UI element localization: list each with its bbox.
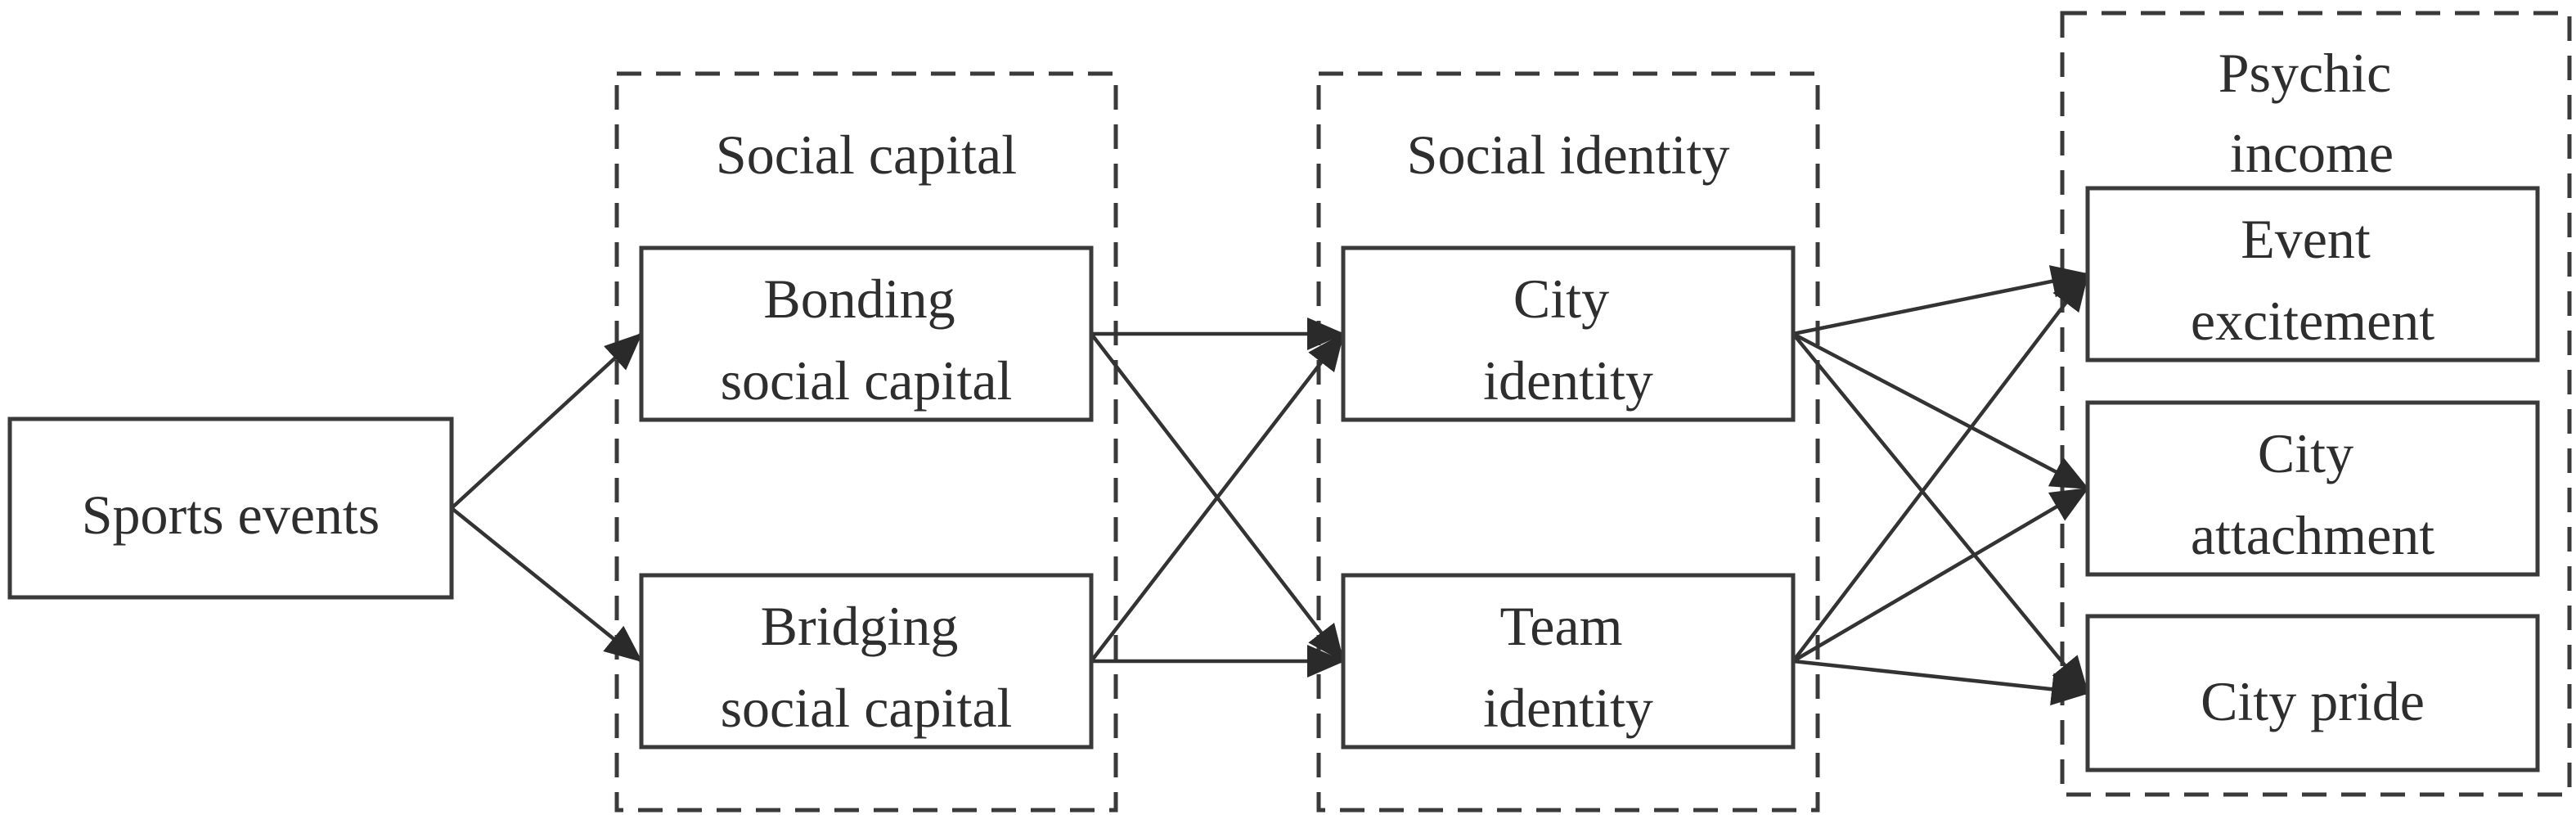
node-sports-events-label: Sports events [82,484,380,546]
node-bridging-line2: social capital [721,677,1013,739]
group-title-psychic-income-line2: income [2230,122,2394,184]
node-bonding-social-capital [639,245,1094,422]
node-team-identity-line2: identity [1483,677,1653,739]
node-event-excitement-line1: Event [2241,208,2371,270]
group-title-psychic-income-line1: Psychic [2219,42,2392,104]
node-bonding-line2: social capital [721,349,1013,412]
node-bonding-line1: Bonding [763,268,955,330]
group-title-social-capital: Social capital [716,124,1017,186]
node-team-identity-line1: Team [1499,595,1622,657]
edge-city-identity-to-pride [1792,332,2089,695]
node-city-attachment-label: City attachment [2191,422,2434,566]
edge-team-identity-to-excitement [1792,272,2089,663]
group-psychic-income [2060,11,2572,797]
edge-team-identity-to-attachment [1792,487,2089,663]
node-city-identity-line2: identity [1483,349,1653,412]
node-bonding-label: Bonding social capital [721,268,1013,412]
node-city-identity-line1: City [1513,268,1609,330]
edge-sports-to-bridging [450,507,643,663]
node-event-excitement-line2: excitement [2191,290,2434,352]
node-sports-events [7,417,454,600]
edge-city-identity-to-excitement [1792,265,2089,336]
node-city-identity [1341,245,1796,422]
node-bridging-line1: Bridging [761,595,959,657]
node-city-pride-label: City pride [2201,670,2425,732]
edge-sports-to-bonding [450,332,643,510]
node-city-attachment [2085,400,2540,577]
group-social-identity [1316,71,1820,813]
edge-team-identity-to-pride [1792,659,2089,706]
node-city-attachment-line2: attachment [2191,504,2434,566]
node-event-excitement [2085,186,2540,362]
edges [450,265,2089,706]
edge-bridging-to-city-identity [1090,332,1345,663]
node-bridging-label: Bridging social capital [721,595,1013,739]
node-city-identity-label: City identity [1483,268,1653,412]
group-social-capital [614,71,1118,813]
group-title-social-identity: Social identity [1407,124,1730,186]
node-team-identity [1341,573,1796,750]
node-bridging-social-capital [639,573,1094,750]
edge-city-identity-to-attachment [1792,332,2089,490]
node-city-attachment-line1: City [2258,422,2353,484]
node-team-identity-label: Team identity [1483,595,1653,739]
node-city-pride [2085,614,2540,772]
node-event-excitement-label: Event excitement [2191,208,2434,352]
group-title-psychic-income: Psychic income [2219,42,2406,184]
